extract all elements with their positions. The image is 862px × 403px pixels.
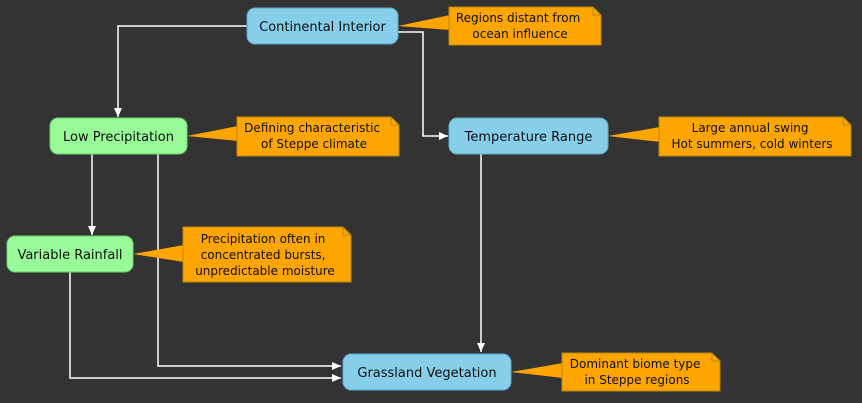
- node-label: Continental Interior: [259, 20, 386, 35]
- edge-variable-rainfall-to-grassland: [69, 272, 341, 382]
- note-variable-rainfall: Precipitation often in concentrated burs…: [133, 226, 352, 283]
- node-label: Temperature Range: [464, 130, 593, 145]
- node-low-precipitation: Low Precipitation: [49, 117, 188, 155]
- note-line: of Steppe climate: [261, 137, 367, 151]
- note-temperature-range: Large annual swing Hot summers, cold win…: [608, 116, 852, 157]
- edges: [69, 25, 485, 382]
- svg-text:Precipitation often in c: Precipitation often in concentrated burs…: [195, 232, 335, 278]
- node-label: Variable Rainfall: [17, 248, 122, 263]
- node-label: Low Precipitation: [63, 130, 174, 145]
- note-line: Defining characteristic: [244, 121, 380, 135]
- svg-text:Defining characteristic: Defining characteristic of Steppe climat…: [244, 121, 384, 151]
- note-line: Hot summers, cold winters: [671, 137, 832, 151]
- node-label: Grassland Vegetation: [357, 366, 496, 381]
- edge-continental-to-temperature-range: [398, 31, 448, 140]
- note-continental: Regions distant from ocean influence: [398, 6, 602, 46]
- edge-low-precipitation-to-grassland: [157, 154, 341, 370]
- note-line: unpredictable moisture: [195, 264, 335, 278]
- svg-text:Large annual swing Hot s: Large annual swing Hot summers, cold win…: [671, 121, 832, 151]
- note-line: ocean influence: [472, 27, 567, 41]
- node-variable-rainfall: Variable Rainfall: [6, 235, 134, 273]
- note-grassland: Dominant biome type in Steppe regions: [511, 352, 721, 392]
- node-temperature-range: Temperature Range: [448, 117, 609, 155]
- edge-continental-to-low-precipitation: [114, 25, 247, 117]
- node-continental-interior: Continental Interior: [246, 7, 399, 45]
- note-low-precipitation: Defining characteristic of Steppe climat…: [187, 116, 400, 157]
- note-line: Regions distant from: [456, 11, 580, 25]
- node-grassland-vegetation: Grassland Vegetation: [342, 353, 512, 391]
- note-line: in Steppe regions: [584, 373, 689, 387]
- svg-text:Regions distant from oce: Regions distant from ocean influence: [456, 11, 584, 41]
- note-line: Large annual swing: [692, 121, 809, 135]
- note-line: Dominant biome type: [570, 357, 701, 371]
- svg-text:Dominant biome type in S: Dominant biome type in Steppe regions: [570, 357, 705, 387]
- note-line: Precipitation often in: [201, 232, 326, 246]
- note-line: concentrated bursts,: [201, 248, 326, 262]
